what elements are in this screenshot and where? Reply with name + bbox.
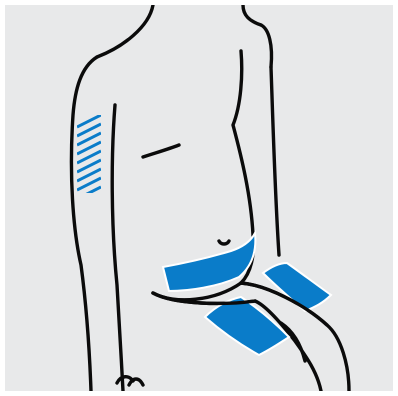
illustration-panel: [5, 5, 393, 391]
seated-figure-illustration: [5, 5, 393, 391]
